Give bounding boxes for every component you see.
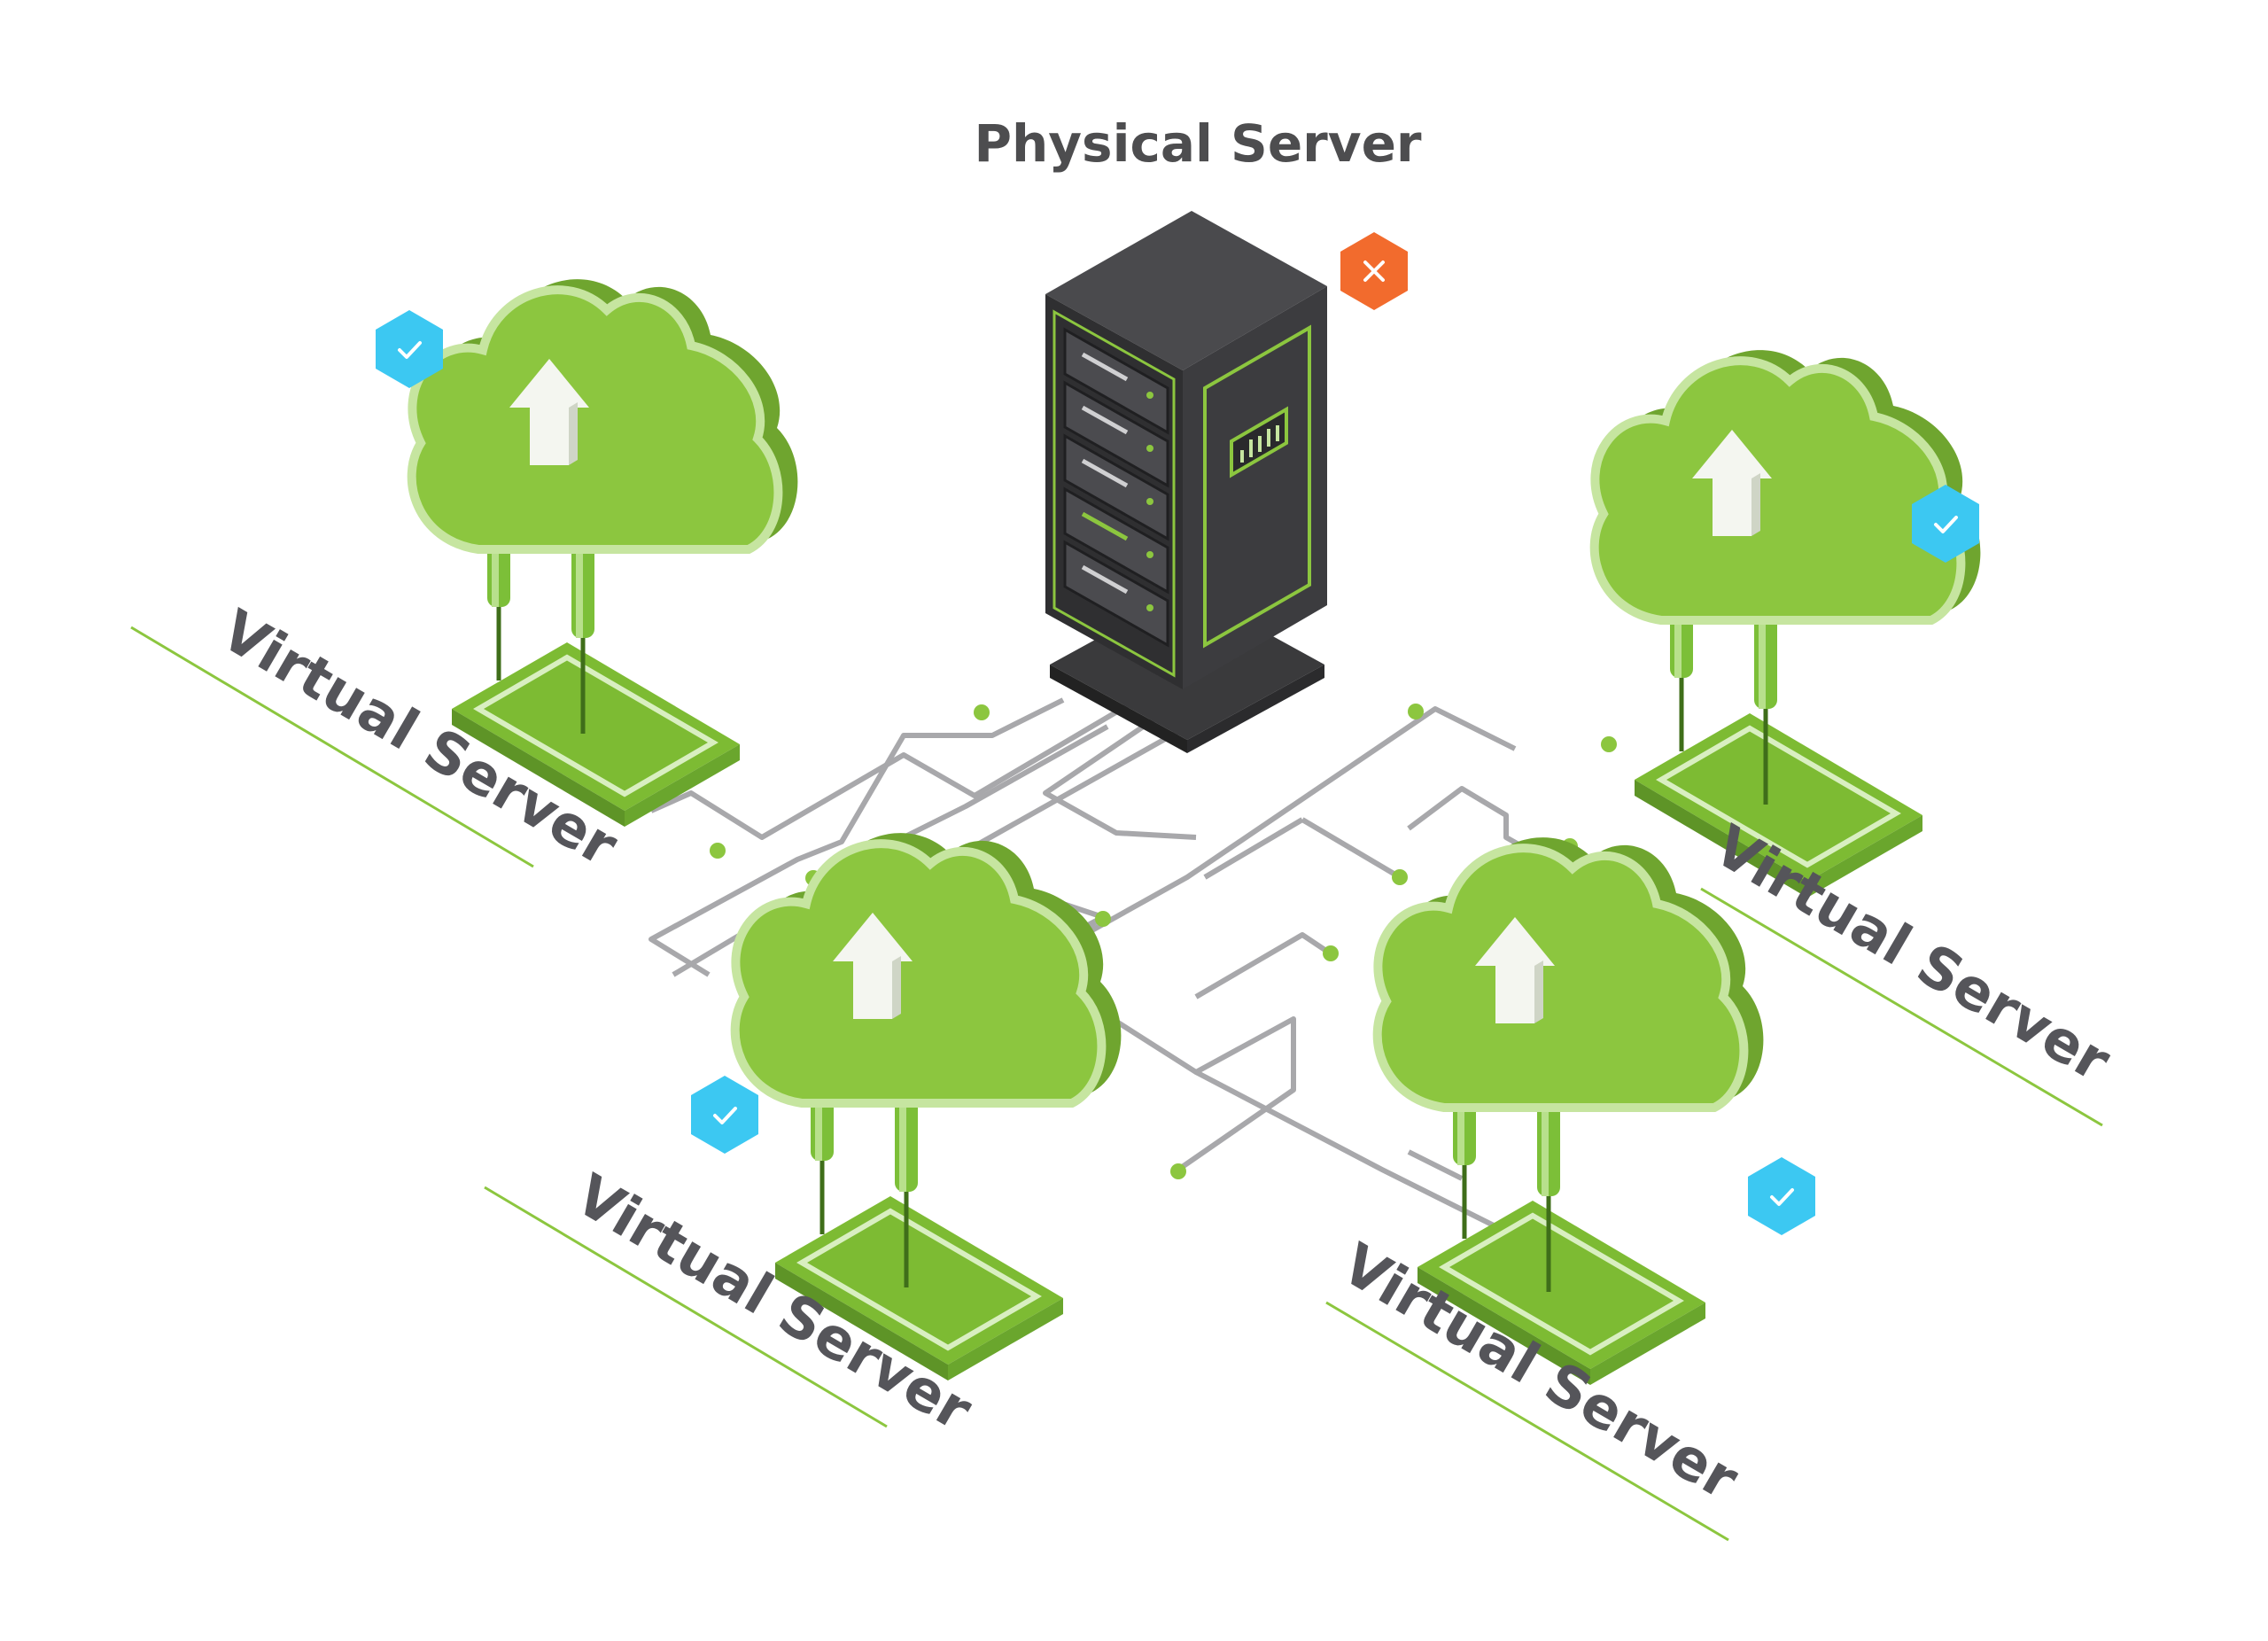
virtual-server-label: Virtual Server [1703,813,2121,1095]
label-underline [1700,887,2103,1127]
check-icon [376,310,443,388]
physical-server [1045,211,1327,753]
virtual-server-1: Virtual Server [130,279,797,880]
virtual-server-4: Virtual Server [1325,837,1815,1542]
check-icon [1912,485,1979,563]
check-icon [691,1076,758,1154]
label-underline [1325,1301,1729,1542]
diagram-title: Physical Server [974,113,1421,174]
label-underline [130,626,534,868]
label-underline [484,1186,888,1428]
virtual-server-3: Virtual Server [484,833,1121,1444]
x-icon [1340,232,1408,310]
chart-icon [1230,406,1288,478]
check-icon [1748,1157,1815,1235]
